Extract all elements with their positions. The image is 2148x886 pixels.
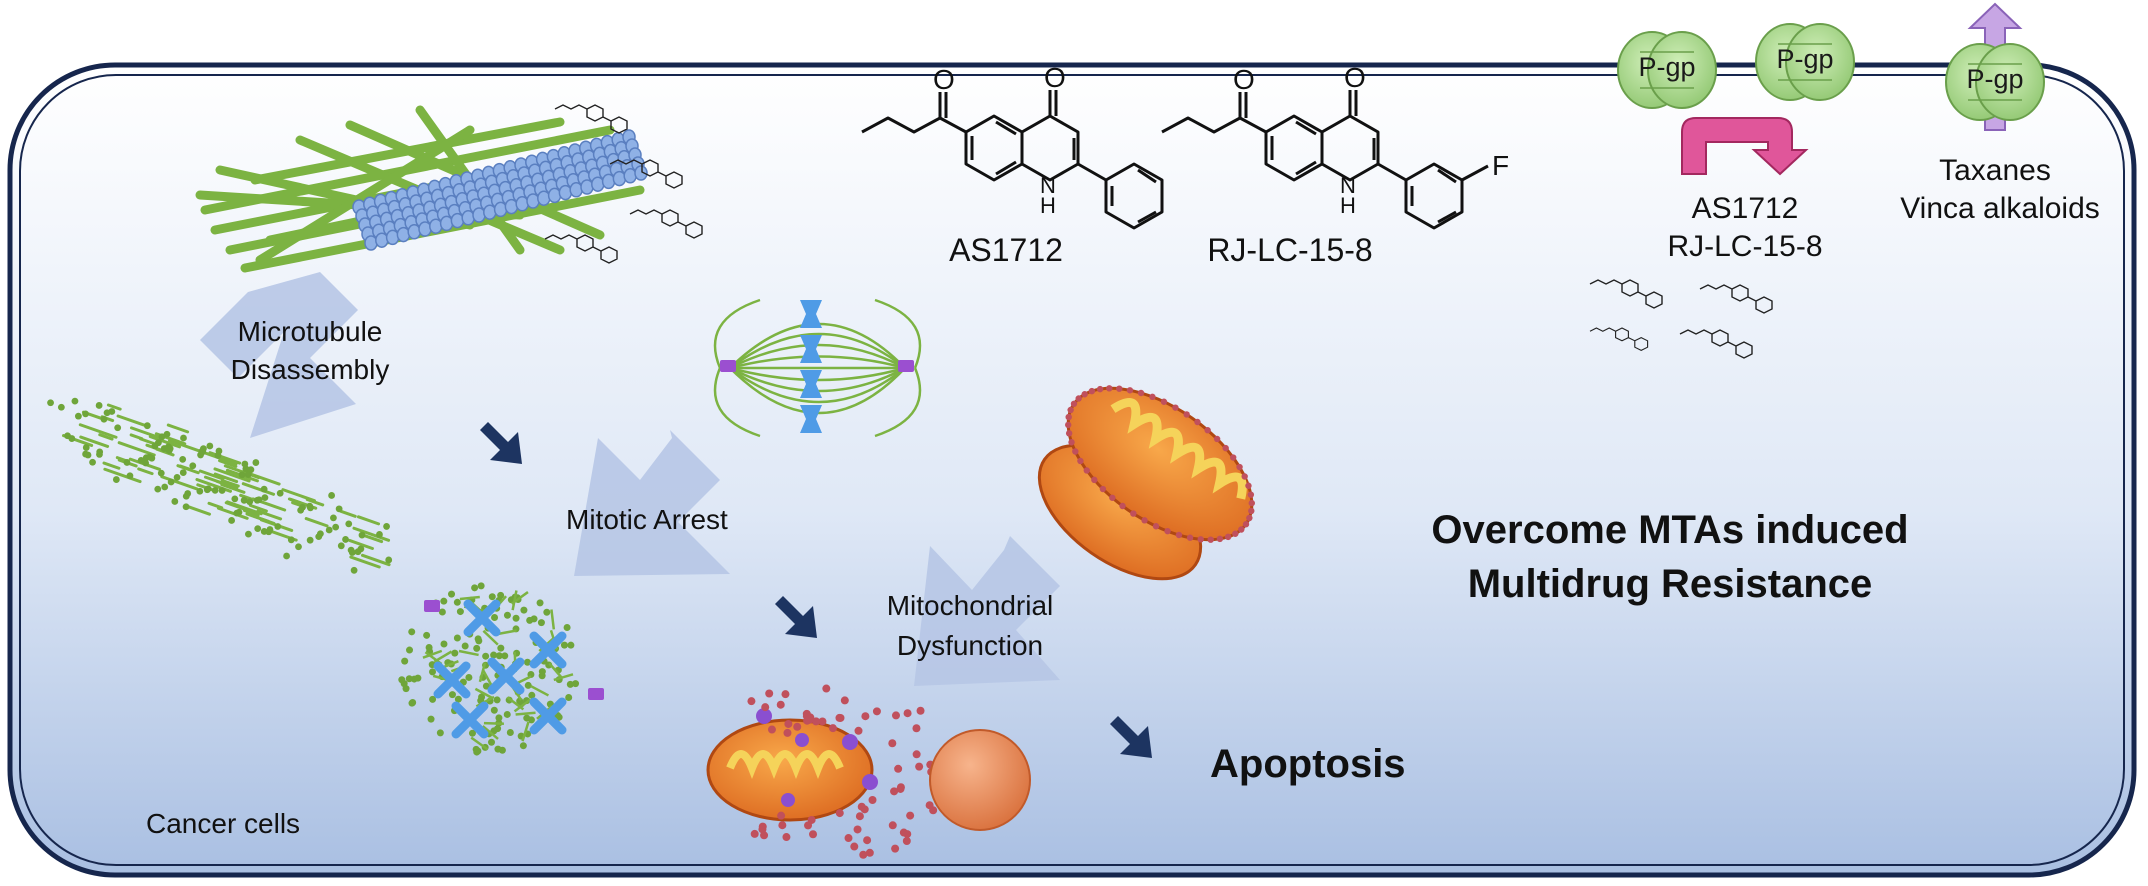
apoptotic-body bbox=[929, 729, 1031, 831]
pathway-arrows bbox=[200, 272, 1060, 686]
efflux-compound-rjlc158: RJ-LC-15-8 bbox=[1667, 230, 1823, 263]
structure-as1712 bbox=[861, 90, 1164, 230]
small-arrow-3 bbox=[1110, 716, 1152, 758]
pgp-transporter-1 bbox=[1617, 31, 1717, 109]
pgp-transporter-2 bbox=[1755, 23, 1855, 101]
microtubule-fragments bbox=[47, 397, 393, 574]
label-cancer-cells: Cancer cells bbox=[146, 808, 301, 839]
label-mitochondrial: Mitochondrial bbox=[886, 590, 1054, 621]
damaged-mitochondrion bbox=[706, 684, 1031, 859]
structure-rjlc158-keto-oxygen: O bbox=[1344, 62, 1366, 93]
structure-rjlc158-oxygen: O bbox=[1233, 64, 1255, 95]
label-dysfunction: Dysfunction bbox=[896, 630, 1044, 661]
mitotic-spindle bbox=[713, 298, 922, 438]
small-arrow-1 bbox=[480, 422, 522, 464]
microtubule-bundle bbox=[195, 105, 648, 273]
label-apoptosis: Apoptosis bbox=[1210, 742, 1406, 786]
structure-rjlc158 bbox=[1161, 90, 1489, 230]
pgp-label-3: P-gp bbox=[1966, 64, 2024, 94]
label-overcome-line2: Multidrug Resistance bbox=[1467, 562, 1873, 606]
arrow-mitochondrial bbox=[914, 536, 1060, 686]
pgp-label-1: P-gp bbox=[1638, 52, 1696, 82]
arrow-mitotic bbox=[574, 430, 730, 576]
arrow-disassembly bbox=[200, 272, 358, 438]
pgp-transporter-3 bbox=[1945, 2, 2045, 131]
structure-as1712-oxygen: O bbox=[933, 64, 955, 95]
small-arrows bbox=[480, 422, 1152, 758]
bypass-arrow bbox=[1681, 117, 1809, 176]
compound-label-as1712: AS1712 bbox=[949, 232, 1063, 268]
mitochondria-pair bbox=[1037, 385, 1255, 581]
label-overcome-line1: Overcome MTAs induced bbox=[1431, 508, 1909, 552]
efflux-compound-as1712: AS1712 bbox=[1691, 192, 1799, 225]
structure-rjlc158-fluorine: F bbox=[1492, 150, 1510, 181]
label-disassembly: Disassembly bbox=[230, 354, 390, 385]
label-microtubule: Microtubule bbox=[237, 316, 383, 347]
pgp-label-2: P-gp bbox=[1776, 44, 1834, 74]
label-mitotic-arrest: Mitotic Arrest bbox=[566, 504, 728, 535]
small-arrow-2 bbox=[775, 596, 817, 638]
pgp-substrate-vinca: Vinca alkaloids bbox=[1900, 192, 2100, 225]
pgp-substrate-taxanes: Taxanes bbox=[1939, 154, 2051, 187]
mini-structures bbox=[544, 104, 1773, 359]
compound-label-rjlc158: RJ-LC-15-8 bbox=[1207, 232, 1373, 268]
structure-as1712-keto-oxygen: O bbox=[1044, 62, 1066, 93]
arrested-cell bbox=[398, 582, 604, 756]
